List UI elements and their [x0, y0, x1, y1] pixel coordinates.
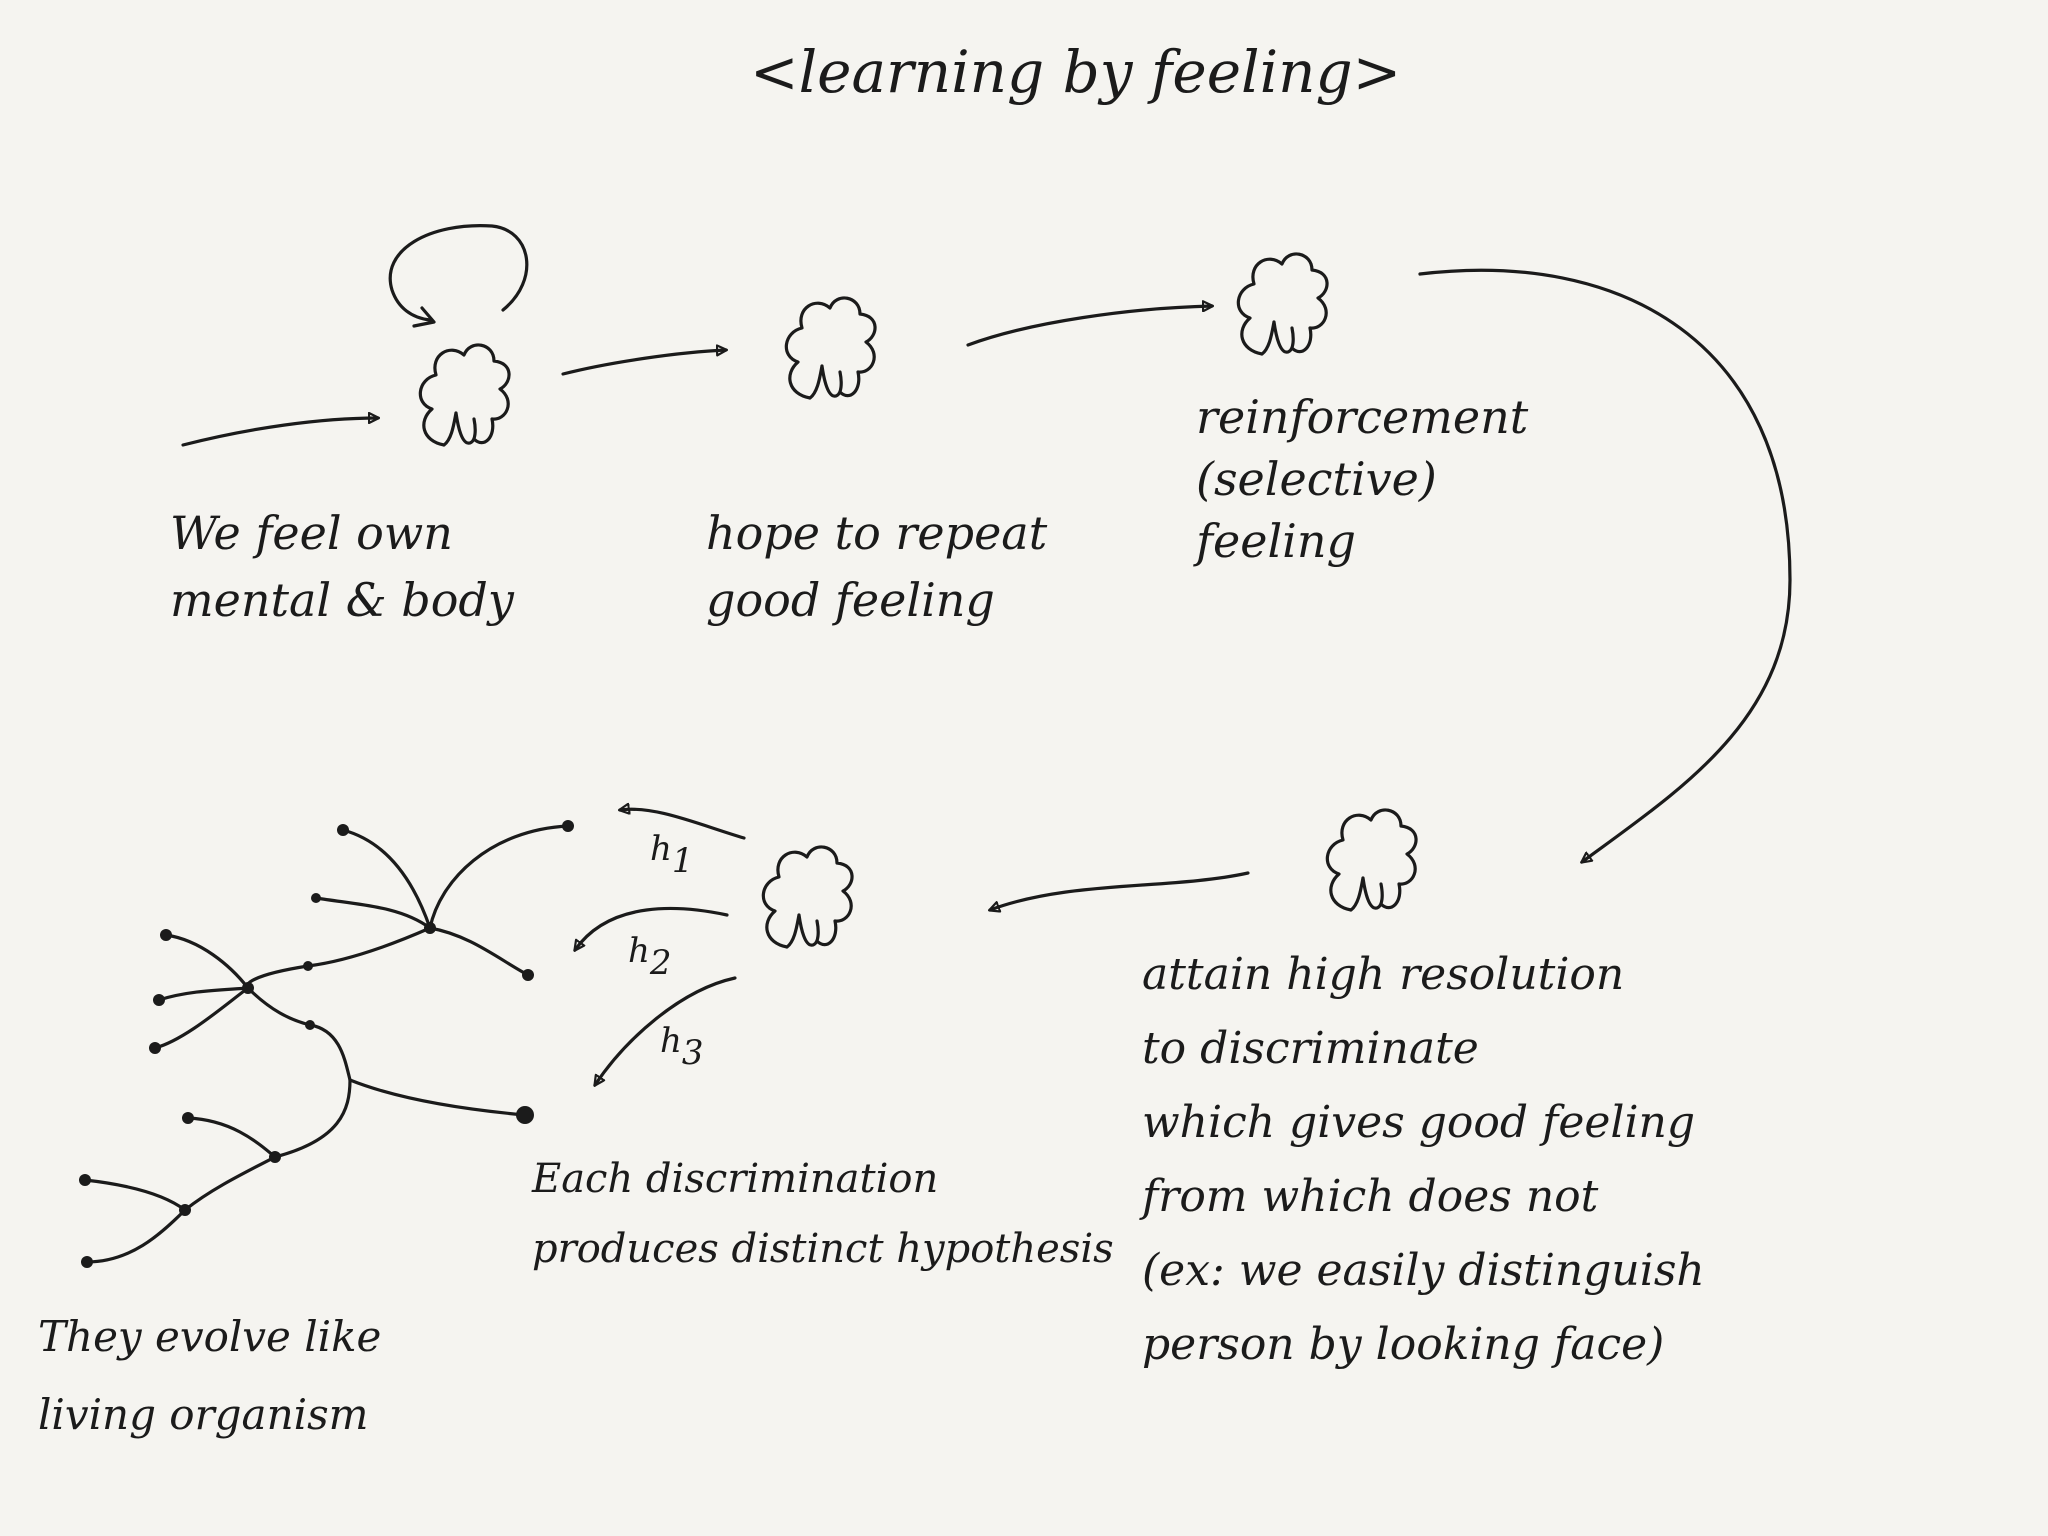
brain-icon: [418, 343, 511, 447]
arrow-icon: [1418, 268, 1792, 862]
hypothesis-label-2: h2: [628, 931, 672, 983]
label-each-discrimination: Each discrimination produces distinct hy…: [532, 1156, 1114, 1272]
arrow-icon: [966, 306, 1212, 347]
hypothesis-label-1: h1: [650, 829, 694, 881]
arrow-icon: [575, 906, 729, 950]
tree-icon: [79, 820, 574, 1268]
label-evolve-like-organism: They evolve like living organism: [38, 1312, 382, 1439]
arrow-icon: [595, 976, 737, 1085]
brain-icon: [1325, 808, 1418, 912]
brain-icon: [784, 296, 877, 400]
arrow-icon: [181, 418, 378, 447]
hypothesis-label-3: h3: [660, 1021, 704, 1073]
diagram-title: <learning by feeling>: [750, 38, 1402, 106]
arrow-icon: [990, 871, 1250, 910]
label-feel-own-mental-body: We feel own mental & body: [170, 506, 514, 627]
label-hope-to-repeat: hope to repeat good feeling: [706, 506, 1048, 627]
brain-icon: [761, 845, 854, 949]
arrow-icon: [620, 809, 746, 840]
brain-icon: [1236, 252, 1329, 356]
label-attain-high-resolution: attain high resolution to discriminate w…: [1142, 949, 1705, 1370]
arrow-icon: [561, 350, 726, 376]
loop-arrow-icon: [388, 224, 529, 328]
label-reinforcement: reinforcement (selective) feeling: [1196, 390, 1529, 569]
